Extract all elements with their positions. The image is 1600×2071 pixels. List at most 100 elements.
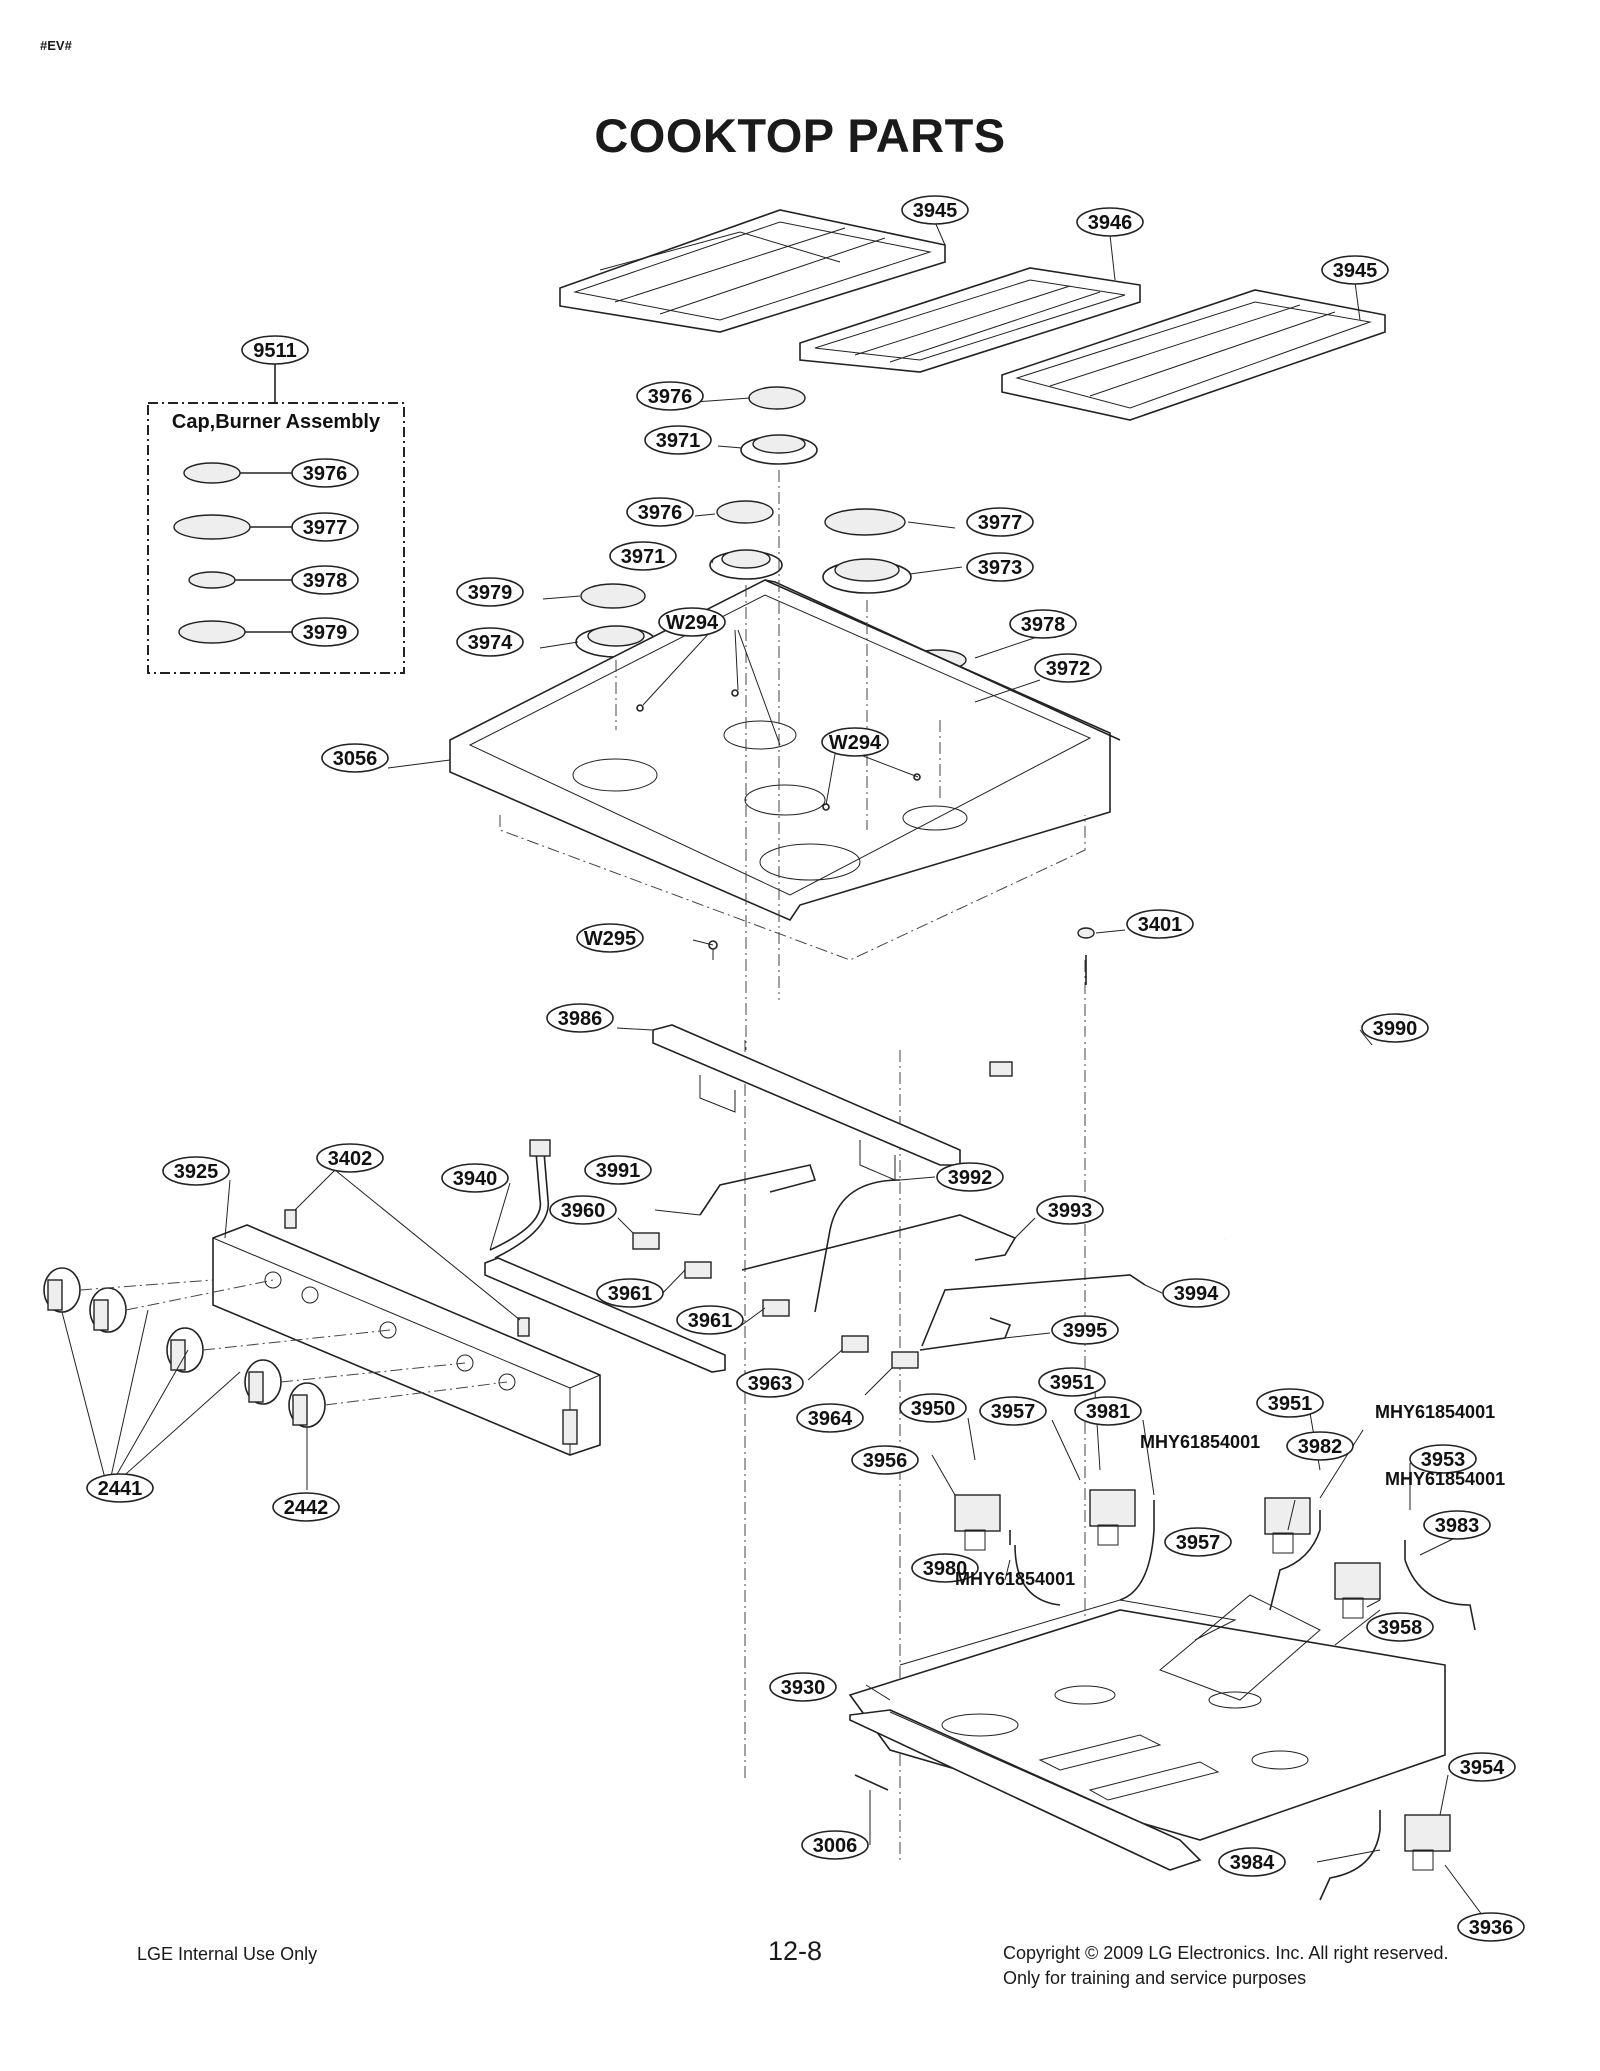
electrode-3981 [1119, 1500, 1155, 1601]
burner-head-top [740, 434, 818, 465]
callout-42: 3957 [1164, 1527, 1232, 1557]
callout-36: 3957 [979, 1396, 1047, 1426]
callout-11: 3974 [456, 627, 524, 657]
callout-43: 3983 [1423, 1510, 1491, 1540]
knob-2 [89, 1287, 127, 1333]
footer-copyright: Copyright © 2009 LG Electronics. Inc. Al… [1003, 1941, 1448, 1991]
callout-25: 3992 [936, 1162, 1004, 1192]
callout-label: 3964 [808, 1408, 853, 1430]
callout-34: 3964 [796, 1403, 864, 1433]
callout-label: W295 [584, 928, 636, 950]
callout-label: 9511 [253, 340, 296, 362]
burner-head-large [822, 558, 912, 594]
part-number-3: MHY61854001 [1385, 1469, 1505, 1489]
callout-46: 3930 [769, 1672, 837, 1702]
part-number-4: MHY61854001 [955, 1569, 1075, 1589]
callout-47: 3954 [1448, 1752, 1516, 1782]
grate-right [1001, 289, 1386, 421]
callout-label: 3006 [813, 1835, 858, 1857]
callout-label: 3990 [1373, 1018, 1418, 1040]
electrode-3983 [1404, 1540, 1476, 1631]
callout-label: 2442 [284, 1497, 329, 1519]
callout-27: 3993 [1036, 1195, 1104, 1225]
callout-label: 3978 [1021, 614, 1066, 636]
valve-c [762, 1299, 790, 1317]
callout-31: 3995 [1051, 1315, 1119, 1345]
callout-48: 3984 [1218, 1847, 1286, 1877]
knob-3 [166, 1327, 204, 1373]
footer-internal-use: LGE Internal Use Only [137, 1944, 318, 1964]
electrode-3984 [1319, 1810, 1381, 1901]
callout-label: 3994 [1174, 1283, 1219, 1305]
callout-label: 2441 [98, 1478, 143, 1500]
callout-label: 3984 [1230, 1852, 1275, 1874]
assembly-item-callout-2: 3977 [291, 512, 359, 542]
callout-label: 3979 [303, 622, 348, 644]
control-panel [212, 1224, 601, 1456]
callout-label: 3971 [656, 430, 701, 452]
callout-label: 3977 [978, 512, 1023, 534]
valve-b [684, 1261, 712, 1279]
knob-5 [288, 1382, 326, 1428]
page-number: 12-8 [768, 1936, 823, 1966]
manifold-bracket [652, 1024, 961, 1181]
burner-box-base [849, 1709, 1202, 1871]
callout-45: 3958 [1366, 1612, 1434, 1642]
callout-label: 3953 [1421, 1449, 1466, 1471]
callout-label: 3983 [1435, 1515, 1480, 1537]
callout-label: W294 [666, 612, 719, 634]
callout-label: 3961 [688, 1310, 733, 1332]
assembly-item-callout-4: 3979 [291, 617, 359, 647]
callout-38: 3951 [1256, 1388, 1324, 1418]
copyright-line-2: Only for training and service purposes [1003, 1968, 1307, 1988]
callout-9: 3973 [966, 552, 1034, 582]
callout-10: 3979 [456, 577, 524, 607]
callout-label: 3982 [1298, 1436, 1343, 1458]
callout-5: 3971 [644, 425, 712, 455]
callout-49: 3006 [801, 1830, 869, 1860]
callout-40: 3982 [1286, 1431, 1354, 1461]
igniter-switch-3936 [1404, 1814, 1451, 1871]
callout-label: 3971 [621, 546, 666, 568]
burner-cap-top [748, 386, 806, 410]
callout-layer: 3945 3946 3945 3976 3971 3976 3971 3977 3973 3979… [86, 195, 1525, 1942]
callout-label: 3979 [468, 582, 513, 604]
burner-cap-mid [716, 500, 774, 524]
callout-label: 3951 [1268, 1393, 1313, 1415]
callout-label: 3930 [781, 1677, 826, 1699]
copyright-line-1: Copyright © 2009 LG Electronics. Inc. Al… [1003, 1943, 1449, 1963]
callout-label: 3972 [1046, 658, 1091, 680]
assembly-callout: 9511 [241, 335, 309, 365]
callout-4: 3976 [636, 381, 704, 411]
wire-harness [489, 1139, 551, 1259]
assembly-item-callout-1: 3976 [291, 458, 359, 488]
callout-2: 3946 [1076, 207, 1144, 237]
callout-3: 3945 [1321, 255, 1389, 285]
callout-label: 3936 [1469, 1917, 1514, 1939]
grate-left [559, 209, 946, 333]
burner-tube-3991 [699, 1164, 817, 1216]
valve-a [632, 1232, 660, 1250]
grate-center [799, 267, 1141, 373]
callout-label: 3976 [638, 502, 683, 524]
burner-cap-large [824, 508, 906, 536]
assembly-cap-3977-icon [173, 514, 251, 540]
callout-19: 3986 [546, 1003, 614, 1033]
callout-label: 3402 [328, 1148, 373, 1170]
burner-tube-3995 [919, 1317, 1012, 1351]
assembly-cap-3978-icon [188, 571, 236, 589]
callout-label: 3945 [913, 200, 958, 222]
callout-label: 3992 [948, 1167, 993, 1189]
callout-35: 3950 [899, 1393, 967, 1423]
callout-37: 3981 [1074, 1396, 1142, 1426]
assembly-cap-3976-icon [183, 462, 241, 484]
burner-head-mid [709, 549, 783, 580]
document-tag: #EV# [40, 38, 72, 53]
assembly-cap-3979-icon [178, 620, 246, 644]
callout-label: 3973 [978, 557, 1023, 579]
callout-label: 3993 [1048, 1200, 1093, 1222]
part-number-2: MHY61854001 [1375, 1402, 1495, 1422]
callout-label: 3977 [303, 517, 348, 539]
callout-label: 3981 [1086, 1401, 1131, 1423]
